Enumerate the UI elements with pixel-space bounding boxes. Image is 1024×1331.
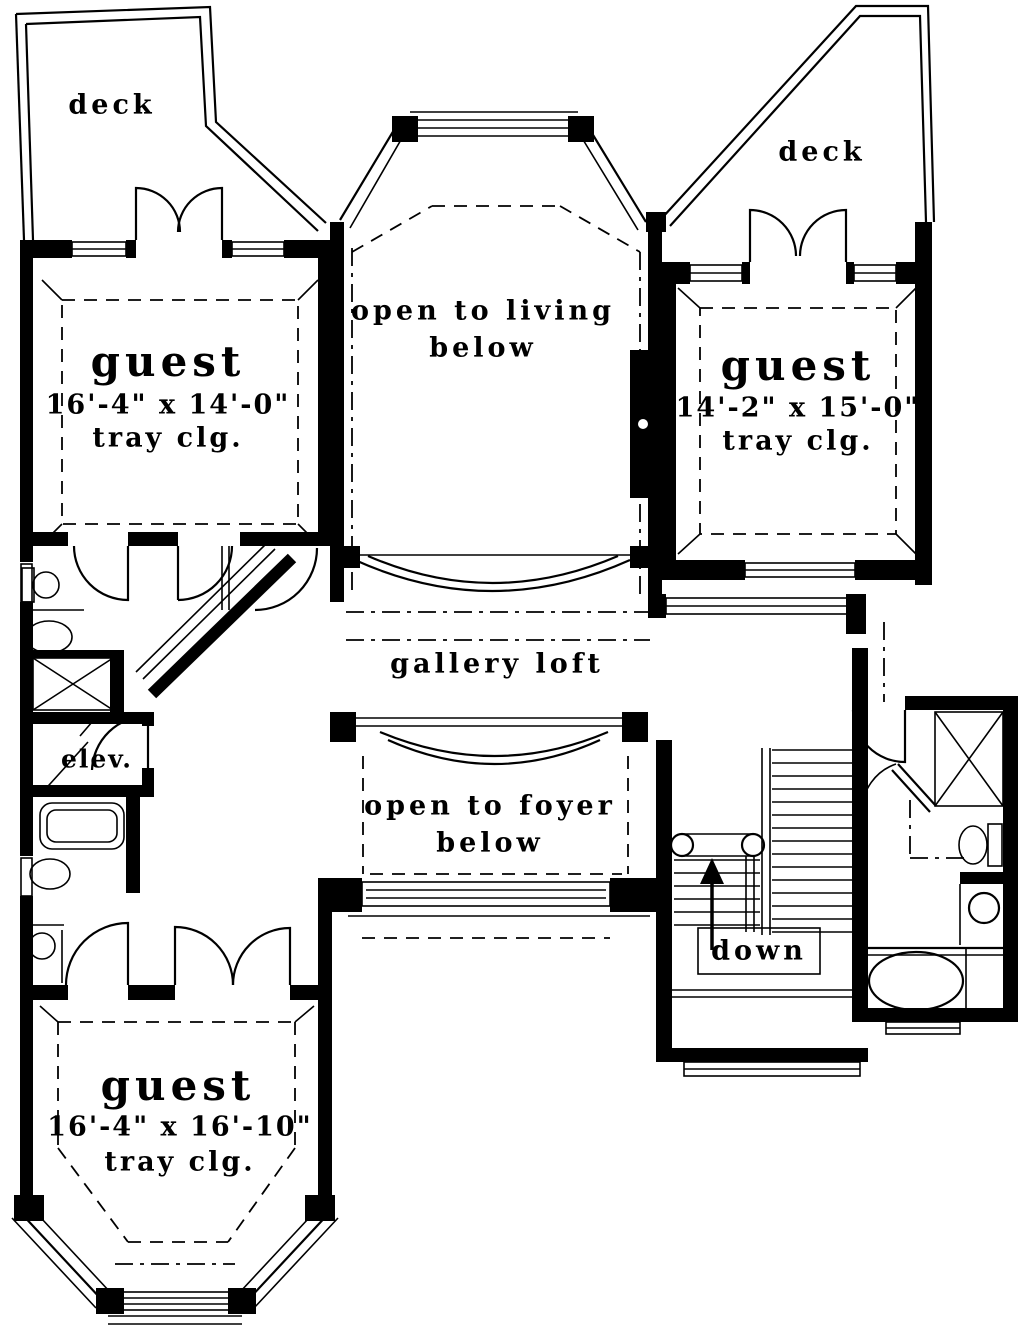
- elevator-label: elev.: [60, 744, 134, 774]
- deck-left-outline: [14, 5, 327, 241]
- guest-lower-left-dims: 16'-4" x 16'-10": [47, 1111, 313, 1143]
- guest-lower-left-name: guest: [100, 1061, 256, 1110]
- staircase-lines: [656, 648, 868, 1077]
- guest-upper-left-walls: [20, 186, 332, 1000]
- deck-right-outline: [646, 4, 936, 232]
- guest-upper-left-name: guest: [90, 337, 246, 386]
- open-living-walls: [330, 111, 662, 602]
- guest-right-name: guest: [720, 341, 876, 390]
- guest-upper-left-ceiling: tray clg.: [92, 422, 244, 454]
- elevator-walls: [20, 712, 154, 797]
- guest-lower-left-walls: [11, 985, 339, 1325]
- guest-right-walls: [648, 208, 932, 702]
- guest-right-ceiling: tray clg.: [722, 425, 874, 457]
- gallery-loft-lines: [330, 611, 656, 766]
- deck-left-label: deck: [68, 89, 156, 121]
- open-foyer-line1: open to foyer: [364, 790, 616, 822]
- guest-upper-left-dims: 16'-4" x 14'-0": [45, 389, 291, 421]
- bath-left-fixtures: [20, 541, 319, 986]
- bath-right-fixtures: [851, 696, 1018, 1035]
- open-foyer-line2: below: [436, 827, 544, 859]
- guest-upper-left-tray: [41, 279, 319, 545]
- staircase-down-label: down: [711, 935, 807, 967]
- guest-right-dims: 14'-2" x 15'-0": [675, 392, 921, 424]
- gallery-loft-label: gallery loft: [390, 648, 604, 680]
- open-living-line1: open to living: [351, 295, 615, 327]
- open-foyer-lines: [318, 756, 660, 1004]
- guest-lower-left-ceiling: tray clg.: [104, 1146, 256, 1178]
- open-living-line2: below: [429, 332, 537, 364]
- deck-right-label: deck: [778, 136, 866, 168]
